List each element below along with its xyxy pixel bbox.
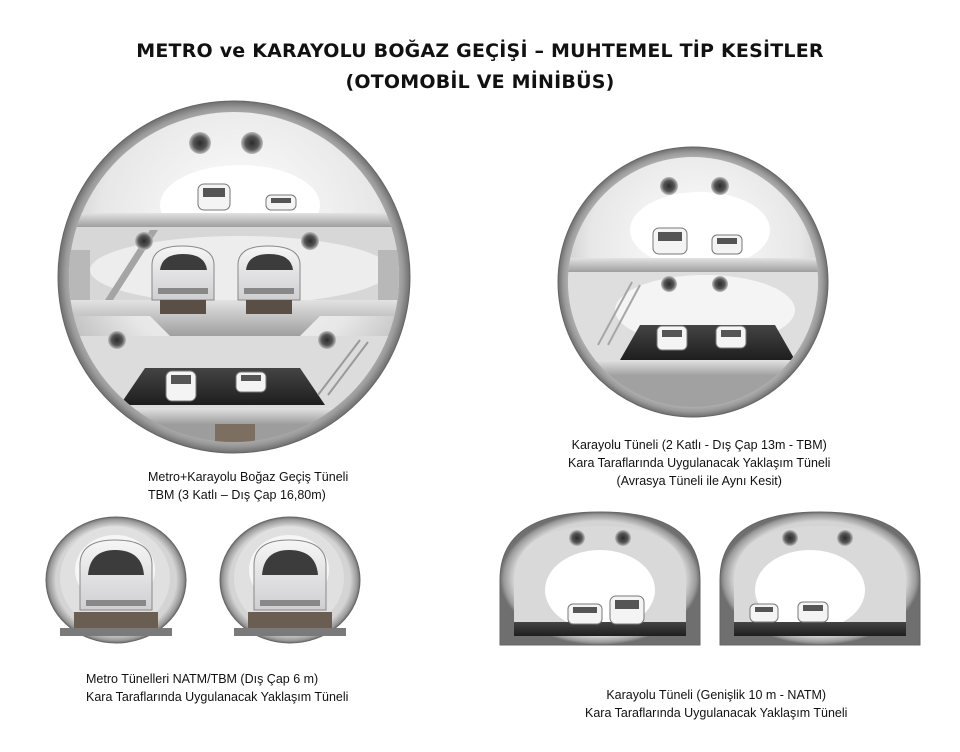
vent-fan-icon (712, 276, 728, 292)
caption-three-level: Metro+Karayolu Boğaz Geçiş Tüneli TBM (3… (148, 468, 348, 504)
vent-fan-icon (569, 530, 585, 546)
car-icon (715, 325, 747, 349)
caption-two-level: Karayolu Tüneli (2 Katlı - Dış Çap 13m -… (568, 436, 830, 490)
caption-line: Karayolu Tüneli (Genişlik 10 m - NATM) (606, 688, 827, 702)
roadway (734, 622, 906, 636)
metro-train-icon (237, 245, 301, 314)
middle-slab (69, 300, 399, 336)
vent-fan-icon (661, 276, 677, 292)
vent-fan-icon (189, 132, 211, 154)
vent-fan-icon (241, 132, 263, 154)
lower-roadway (120, 368, 325, 405)
upper-slab (69, 213, 399, 227)
page-title: METRO ve KARAYOLU BOĞAZ GEÇİŞİ – MUHTEME… (136, 40, 824, 62)
vent-fan-icon (660, 177, 678, 195)
stairs (597, 281, 641, 346)
vent-fan-icon (615, 530, 631, 546)
caption-line: Karayolu Tüneli (2 Katlı - Dış Çap 13m -… (571, 438, 827, 452)
upper-deck (568, 258, 818, 272)
car-icon (567, 603, 603, 625)
car-icon (797, 601, 829, 623)
vent-fan-icon (135, 232, 153, 250)
car-icon (265, 194, 297, 211)
caption-line: Kara Taraflarında Uygulanacak Yaklaşım T… (585, 706, 848, 720)
car-icon (749, 603, 779, 623)
bottom-slab (69, 408, 399, 424)
caption-metro-tunnels: Metro Tünelleri NATM/TBM (Dış Çap 6 m) K… (86, 670, 348, 706)
caption-line: (Avrasya Tüneli ile Aynı Kesit) (616, 474, 782, 488)
vent-fan-icon (318, 331, 336, 349)
car-icon (235, 371, 267, 393)
car-icon (197, 183, 231, 211)
car-icon (656, 325, 688, 351)
three-level-tunnel (57, 100, 411, 454)
caption-line: Kara Taraflarında Uygulanacak Yaklaşım T… (86, 690, 349, 704)
vent-fan-icon (711, 177, 729, 195)
minibus-icon (165, 370, 197, 402)
metro-train-icon (151, 245, 215, 314)
vent-fan-icon (108, 331, 126, 349)
metro-tunnel-left (45, 516, 187, 644)
vent-fan-icon (837, 530, 853, 546)
car-icon (652, 227, 688, 255)
road-tunnel-left (499, 511, 701, 646)
page-subtitle: (OTOMOBİL VE MİNİBÜS) (345, 71, 615, 93)
caption-line: Metro Tünelleri NATM/TBM (Dış Çap 6 m) (86, 672, 319, 686)
vent-fan-icon (301, 232, 319, 250)
caption-road-tunnels: Karayolu Tüneli (Genişlik 10 m - NATM) K… (585, 686, 847, 722)
car-icon (711, 234, 743, 255)
caption-line: Kara Taraflarında Uygulanacak Yaklaşım T… (568, 456, 831, 470)
road-tunnel-right (719, 511, 921, 646)
caption-line: TBM (3 Katlı – Dış Çap 16,80m) (148, 488, 326, 502)
metro-tunnel-right (219, 516, 361, 644)
caption-line: Metro+Karayolu Boğaz Geçiş Tüneli (148, 470, 349, 484)
stairs-right (317, 339, 369, 396)
minibus-icon (609, 595, 645, 625)
two-level-tunnel (557, 146, 829, 418)
vent-fan-icon (782, 530, 798, 546)
lower-roadway (620, 325, 795, 360)
roadway (514, 622, 686, 636)
